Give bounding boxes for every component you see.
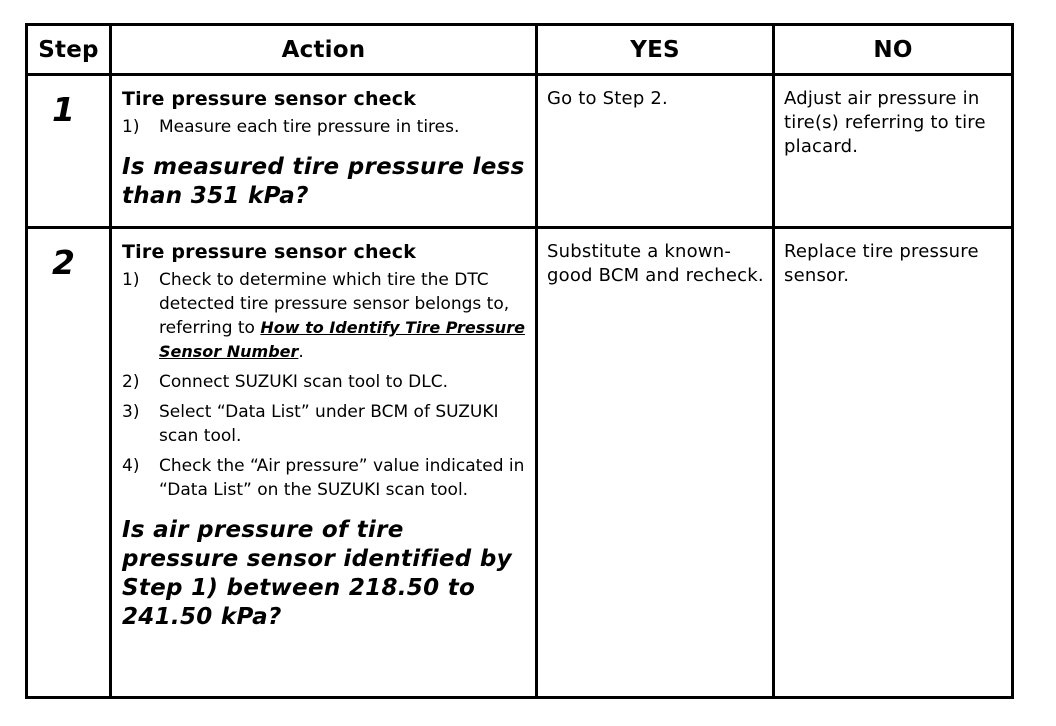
no-text: Adjust air pressure in tire(s) referring… (784, 88, 986, 157)
action-step-item: 1) Check to determine which tire the DTC… (122, 268, 527, 364)
header-step: Step (25, 23, 112, 76)
action-steps: 1) Check to determine which tire the DTC… (122, 268, 527, 502)
yes-text: Substitute a known-good BCM and recheck. (547, 240, 764, 286)
action-step-item: 3) Select “Data List” under BCM of SUZUK… (122, 400, 527, 448)
step-number: 1 (52, 90, 75, 129)
header-row: Step Action YES NO (25, 23, 1014, 76)
table-row: 2 Tire pressure sensor check 1) Check to… (25, 225, 1014, 700)
action-step-text: Check to determine which tire the DTC de… (159, 269, 510, 338)
header-yes: YES (535, 23, 775, 76)
step-number: 2 (52, 242, 75, 282)
action-step-text: Select “Data List” under BCM of SUZUKI s… (159, 401, 499, 446)
action-step-number: 2) (122, 371, 140, 392)
yes-cell: Substitute a known-good BCM and recheck. (535, 225, 775, 700)
table-row: 1 Tire pressure sensor check 1) Measure … (25, 73, 1014, 229)
yes-cell: Go to Step 2. (535, 73, 775, 229)
reference-link[interactable]: How to Identify Tire Pressure Sensor Num… (159, 317, 525, 361)
action-question: Is measured tire pressure less than 351 … (122, 154, 525, 209)
action-step-text: Measure each tire pressure in tires. (159, 117, 460, 137)
action-step-item: 1) Measure each tire pressure in tires. (122, 115, 527, 139)
no-cell: Adjust air pressure in tire(s) referring… (772, 73, 1014, 229)
action-cell: Tire pressure sensor check 1) Measure ea… (109, 73, 538, 229)
step-cell: 1 (25, 73, 112, 229)
yes-text: Go to Step 2. (547, 88, 668, 109)
action-step-number: 1) (122, 269, 140, 290)
action-heading: Tire pressure sensor check (122, 88, 417, 110)
action-step-number: 3) (122, 401, 140, 422)
action-step-text: Connect SUZUKI scan tool to DLC. (159, 371, 448, 392)
action-step-number: 1) (122, 117, 140, 137)
action-cell: Tire pressure sensor check 1) Check to d… (109, 225, 538, 700)
action-step-text-end: . (298, 341, 304, 362)
no-text: Replace tire pressure sensor. (784, 240, 979, 286)
diagnostic-table: Step Action YES NO 1 Tire pressure senso… (25, 23, 1014, 700)
action-step-item: 2) Connect SUZUKI scan tool to DLC. (122, 370, 527, 394)
header-action: Action (109, 23, 538, 76)
action-heading: Tire pressure sensor check (122, 240, 417, 263)
action-steps: 1) Measure each tire pressure in tires. (122, 115, 527, 139)
action-question: Is air pressure of tire pressure sensor … (122, 516, 512, 630)
no-cell: Replace tire pressure sensor. (772, 225, 1014, 700)
action-step-number: 4) (122, 455, 140, 476)
header-no: NO (772, 23, 1014, 76)
step-cell: 2 (25, 225, 112, 700)
action-step-text: Check the “Air pressure” value indicated… (159, 455, 525, 500)
action-step-item: 4) Check the “Air pressure” value indica… (122, 454, 527, 502)
